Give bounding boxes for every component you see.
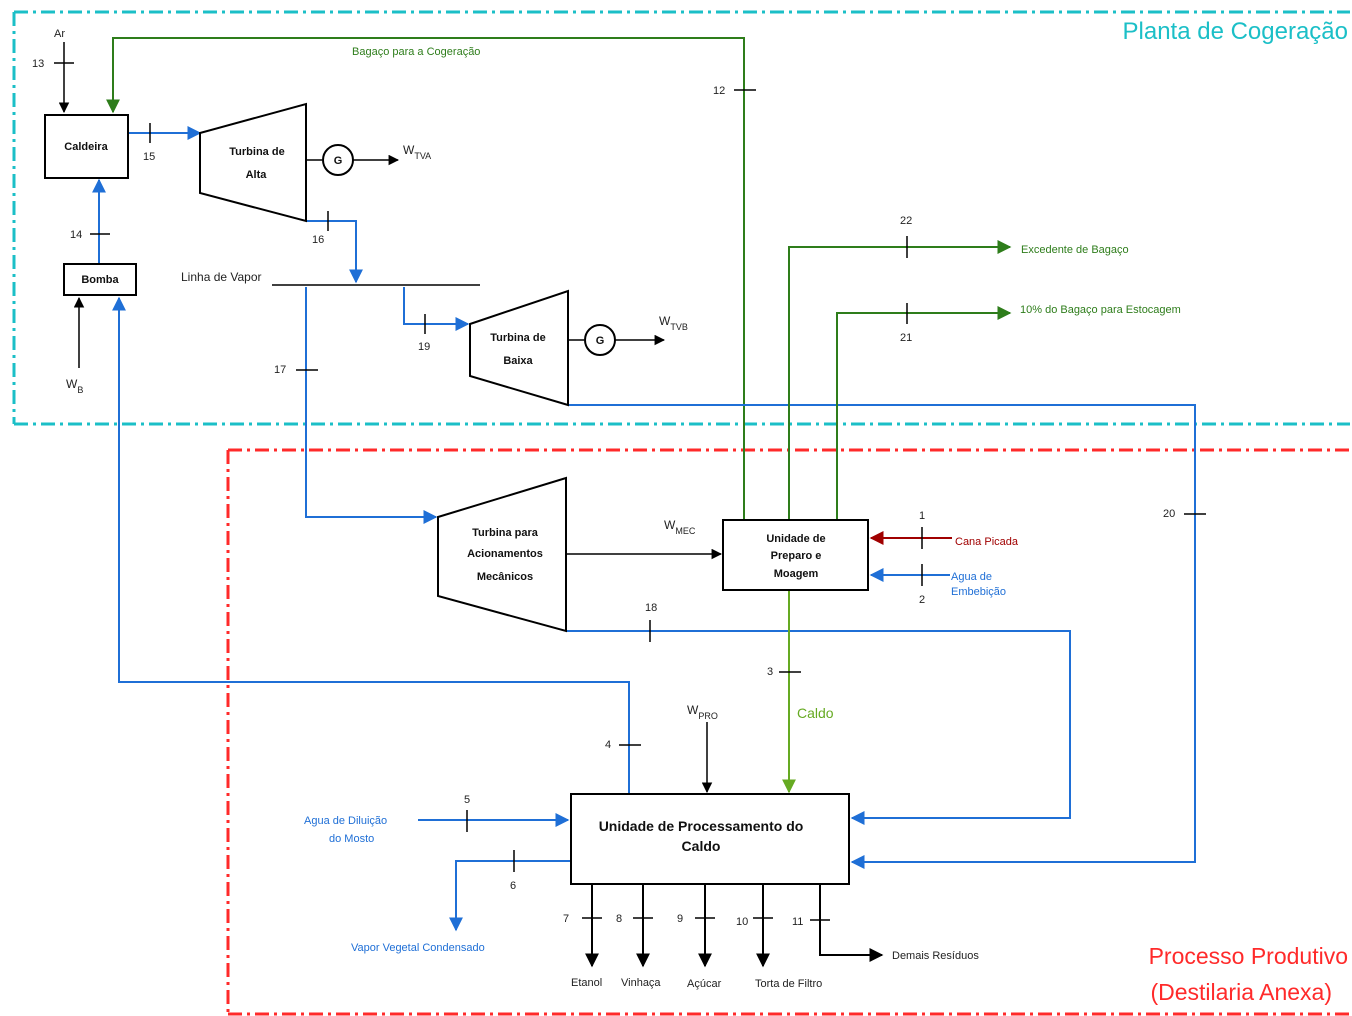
stream-16 xyxy=(306,211,363,284)
stream-2 xyxy=(869,564,950,586)
stream-number-18: 18 xyxy=(645,602,657,614)
stream-4 xyxy=(112,296,641,793)
cogeneration-title: Planta de Cogeração xyxy=(1123,18,1349,45)
mill-label-2: Preparo e xyxy=(771,550,822,562)
lp-turbine-label-2: Baixa xyxy=(503,355,533,367)
bagasse-cogen-label: Bagaço para a Cogeração xyxy=(352,46,480,58)
stream-3 xyxy=(779,590,801,794)
stream-number-21: 21 xyxy=(900,332,912,344)
boiler-unit: Caldeira xyxy=(44,114,129,179)
hp-generator: G xyxy=(322,144,354,176)
mech-work-label: WMEC xyxy=(664,518,696,536)
stream-15 xyxy=(128,123,202,143)
stream-number-2: 2 xyxy=(919,594,925,606)
cane-label: Cana Picada xyxy=(955,536,1019,548)
stream-number-11: 11 xyxy=(792,916,803,928)
stream-7 xyxy=(582,884,602,968)
cogeneration-region xyxy=(12,10,1350,426)
hp-turbine-label-1: Turbina de xyxy=(229,146,284,158)
stream-number-6: 6 xyxy=(510,880,516,892)
condensate-label: Vapor Vegetal Condensado xyxy=(351,942,485,954)
processing-label-1: Unidade de Processamento do xyxy=(599,818,804,834)
steam-line-label: Linha de Vapor xyxy=(181,270,262,284)
stream-number-16: 16 xyxy=(312,234,324,246)
stream-19 xyxy=(403,287,470,334)
process-title-line1: Processo Produtivo xyxy=(1149,943,1348,969)
stream-1 xyxy=(869,527,952,549)
stream-20 xyxy=(569,404,1206,869)
stream-number-17: 17 xyxy=(274,364,286,376)
process-work-label: WPRO xyxy=(687,703,718,721)
stored-bagasse-label: 10% do Bagaço para Estocagem xyxy=(1020,304,1181,316)
stream-number-15: 15 xyxy=(143,151,155,163)
stream-number-20: 20 xyxy=(1163,508,1175,520)
stream-number-9: 9 xyxy=(677,913,683,925)
surplus-bagasse-label: Excedente de Bagaço xyxy=(1021,244,1129,256)
lp-generator: G xyxy=(584,324,616,356)
stream-number-4: 4 xyxy=(605,739,611,751)
boiler-label: Caldeira xyxy=(64,141,108,153)
pump-unit: Bomba xyxy=(63,263,137,296)
stream-21 xyxy=(836,303,1012,520)
stream-number-10: 10 xyxy=(736,916,748,928)
stream-number-14: 14 xyxy=(70,229,82,241)
stream-number-19: 19 xyxy=(418,341,430,353)
stream-number-12: 12 xyxy=(713,85,725,97)
dilution-label-2: do Mosto xyxy=(329,833,374,845)
mech-turbine-label-1: Turbina para xyxy=(472,527,539,539)
vinasse-label: Vinhaça xyxy=(621,977,661,989)
stream-8 xyxy=(633,884,653,968)
stream-22 xyxy=(788,236,1012,520)
stream-number-22: 22 xyxy=(900,215,912,227)
stream-6 xyxy=(449,850,570,932)
hp-turbine-label-2: Alta xyxy=(246,169,268,181)
stream-12 xyxy=(106,37,756,520)
lp-turbine-label-1: Turbina de xyxy=(490,332,545,344)
mechanical-turbine: Turbina para Acionamentos Mecânicos xyxy=(437,476,567,633)
stream-number-8: 8 xyxy=(616,913,622,925)
processing-label-2: Caldo xyxy=(682,838,721,854)
ethanol-label: Etanol xyxy=(571,977,602,989)
stream-10 xyxy=(753,884,773,968)
stream-13 xyxy=(54,42,74,114)
air-label: Ar xyxy=(54,28,65,40)
hp-generator-label: G xyxy=(334,155,343,167)
stream-number-3: 3 xyxy=(767,666,773,678)
imbibition-label-1: Agua de xyxy=(951,571,992,583)
lp-turbine: Turbina de Baixa xyxy=(469,289,569,407)
other-residues-label: Demais Resíduos xyxy=(892,950,979,962)
stream-number-5: 5 xyxy=(464,794,470,806)
sugar-label: Açúcar xyxy=(687,978,722,990)
stream-14 xyxy=(90,178,110,264)
stream-number-13: 13 xyxy=(32,58,44,70)
processing-unit: Unidade de Processamento do Caldo xyxy=(570,793,850,885)
imbibition-label-2: Embebição xyxy=(951,586,1006,598)
stream-17 xyxy=(296,287,438,524)
stream-number-1: 1 xyxy=(919,510,925,522)
pump-work-label: WB xyxy=(66,377,83,395)
pump-label: Bomba xyxy=(81,274,119,286)
hp-turbine: Turbina de Alta xyxy=(199,102,307,223)
juice-label: Caldo xyxy=(797,705,834,721)
hp-work-label: WTVA xyxy=(403,143,431,161)
mill-label-1: Unidade de xyxy=(766,533,825,545)
mech-turbine-label-2: Acionamentos xyxy=(467,548,543,560)
lp-work-label: WTVB xyxy=(659,314,688,332)
stream-5 xyxy=(418,810,570,832)
stream-18 xyxy=(566,620,1071,825)
mill-unit: Unidade de Preparo e Moagem xyxy=(722,519,869,591)
stream-9 xyxy=(695,884,715,968)
dilution-label-1: Agua de Diluição xyxy=(304,815,387,827)
mech-turbine-label-3: Mecânicos xyxy=(477,571,533,583)
process-title-line2: (Destilaria Anexa) xyxy=(1150,979,1332,1005)
filter-cake-label: Torta de Filtro xyxy=(755,978,822,990)
stream-number-7: 7 xyxy=(563,913,569,925)
mill-label-3: Moagem xyxy=(774,568,819,580)
lp-generator-label: G xyxy=(596,335,605,347)
stream-11 xyxy=(810,884,884,962)
